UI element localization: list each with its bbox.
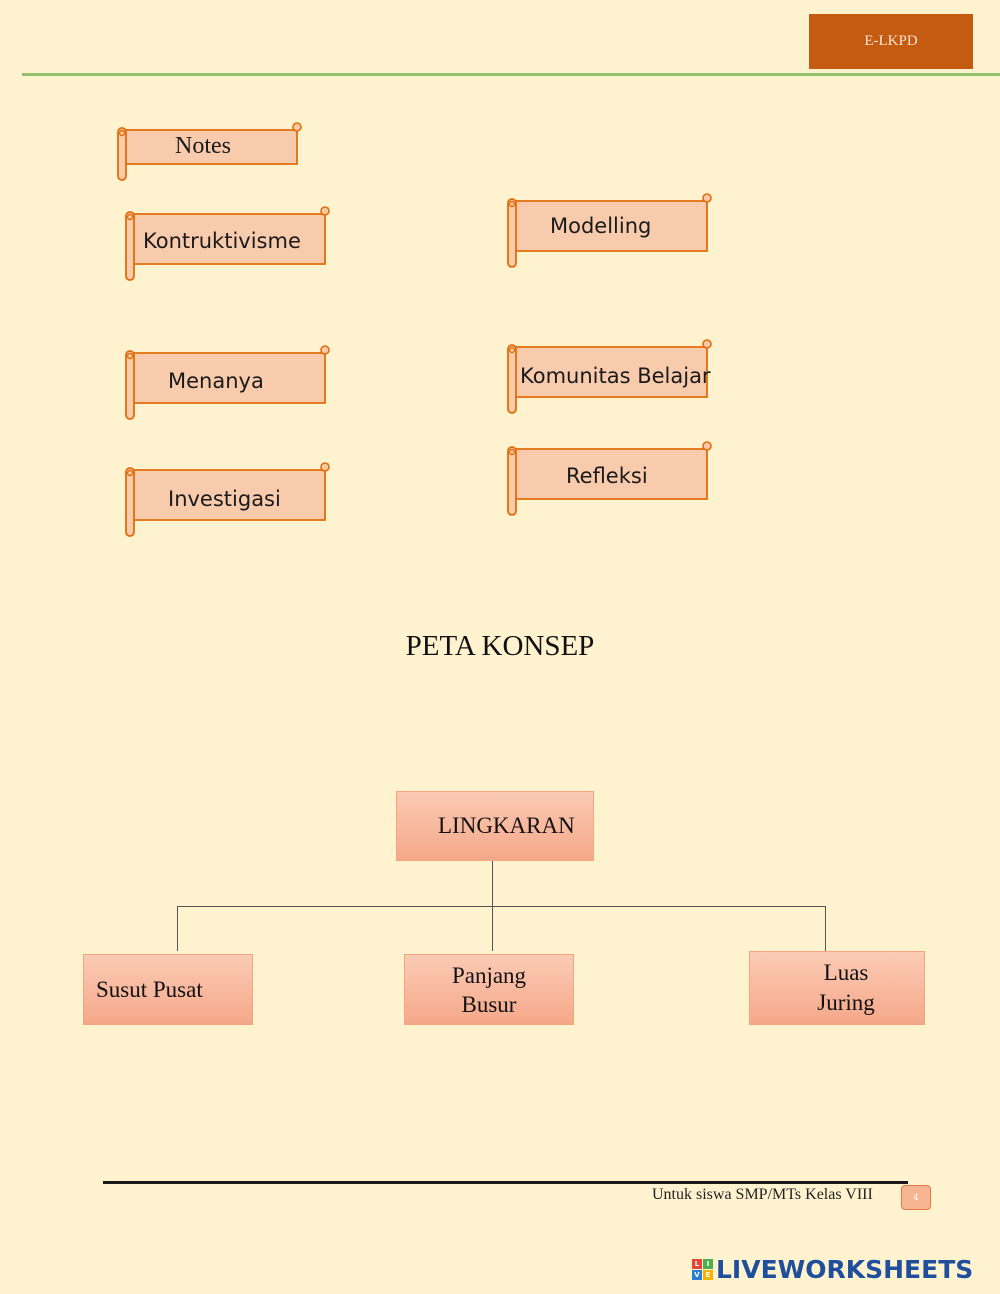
concept-node-panjang-busur: Panjang Busur (404, 954, 574, 1025)
liveworksheets-logo[interactable]: L I V E LIVEWORKSHEETS (692, 1253, 973, 1285)
scroll-menanya: Menanya (125, 345, 331, 420)
scroll-left-roll (507, 446, 517, 516)
scroll-curl (320, 345, 330, 355)
scroll-refleksi: Refleksi (507, 441, 713, 516)
scroll-curl (126, 352, 134, 360)
concept-node-label: Susut Pusat (96, 976, 203, 1002)
scroll-curl (702, 339, 712, 349)
scroll-label: Modelling (550, 214, 652, 238)
scroll-curl (508, 448, 516, 456)
connector-horizontal (177, 906, 826, 907)
concept-root-label: LINGKARAN (438, 813, 575, 838)
scroll-label: Komunitas Belajar (520, 364, 711, 388)
scroll-left-roll (117, 127, 127, 181)
header-tab: E-LKPD (809, 14, 973, 69)
scroll-investigasi: Investigasi (125, 462, 331, 537)
concept-node-susut-pusat: Susut Pusat (83, 954, 253, 1025)
scroll-curl (126, 213, 134, 221)
connector-middle (492, 906, 493, 951)
footer-text: Untuk siswa SMP/MTs Kelas VIII (652, 1186, 873, 1203)
concept-node-label-line2: Juring (817, 990, 875, 1015)
concept-map-title: PETA KONSEP (405, 630, 595, 662)
scroll-komunitas-belajar: Komunitas Belajar (507, 339, 713, 414)
scroll-curl (702, 193, 712, 203)
footer-divider (103, 1181, 908, 1184)
scroll-left-roll (125, 211, 135, 281)
concept-node-label-line1: Panjang (451, 962, 527, 988)
scroll-label: Notes (175, 133, 231, 159)
scroll-kontruktivisme: Kontruktivisme (125, 206, 331, 281)
scroll-notes: Notes (117, 122, 303, 181)
logo-letter: V (692, 1269, 702, 1280)
scroll-left-roll (507, 344, 517, 414)
logo-letter: L (692, 1258, 702, 1269)
scroll-label: Kontruktivisme (143, 229, 301, 253)
connector-right (825, 906, 826, 951)
scroll-curl (320, 462, 330, 472)
logo-letter: I (703, 1258, 713, 1269)
concept-node-label-line1: Luas (823, 960, 869, 985)
connector-left (177, 906, 178, 951)
scroll-curl (320, 206, 330, 216)
concept-node-label-line2: Busur (461, 991, 517, 1017)
scroll-label: Refleksi (566, 464, 648, 488)
scroll-curl (702, 441, 712, 451)
scroll-left-roll (125, 350, 135, 420)
scroll-label: Investigasi (168, 487, 281, 511)
scroll-label: Menanya (168, 369, 264, 393)
connector-root-stem (492, 861, 493, 907)
scroll-curl (126, 469, 134, 477)
logo-letter: E (703, 1269, 713, 1280)
scroll-left-roll (507, 198, 517, 268)
header-divider (22, 73, 1000, 76)
liveworksheets-logo-icon: L I V E (692, 1258, 713, 1280)
concept-root-node: LINGKARAN (396, 791, 594, 861)
scroll-curl (292, 122, 302, 132)
page-number-badge: 4 (901, 1185, 931, 1210)
scroll-left-roll (125, 467, 135, 537)
scroll-modelling: Modelling (507, 193, 713, 268)
scroll-curl (118, 129, 126, 137)
scroll-curl (508, 200, 516, 208)
liveworksheets-wordmark: LIVEWORKSHEETS (716, 1254, 974, 1284)
scroll-curl (508, 346, 516, 354)
concept-node-luas-juring: Luas Juring (749, 951, 925, 1025)
